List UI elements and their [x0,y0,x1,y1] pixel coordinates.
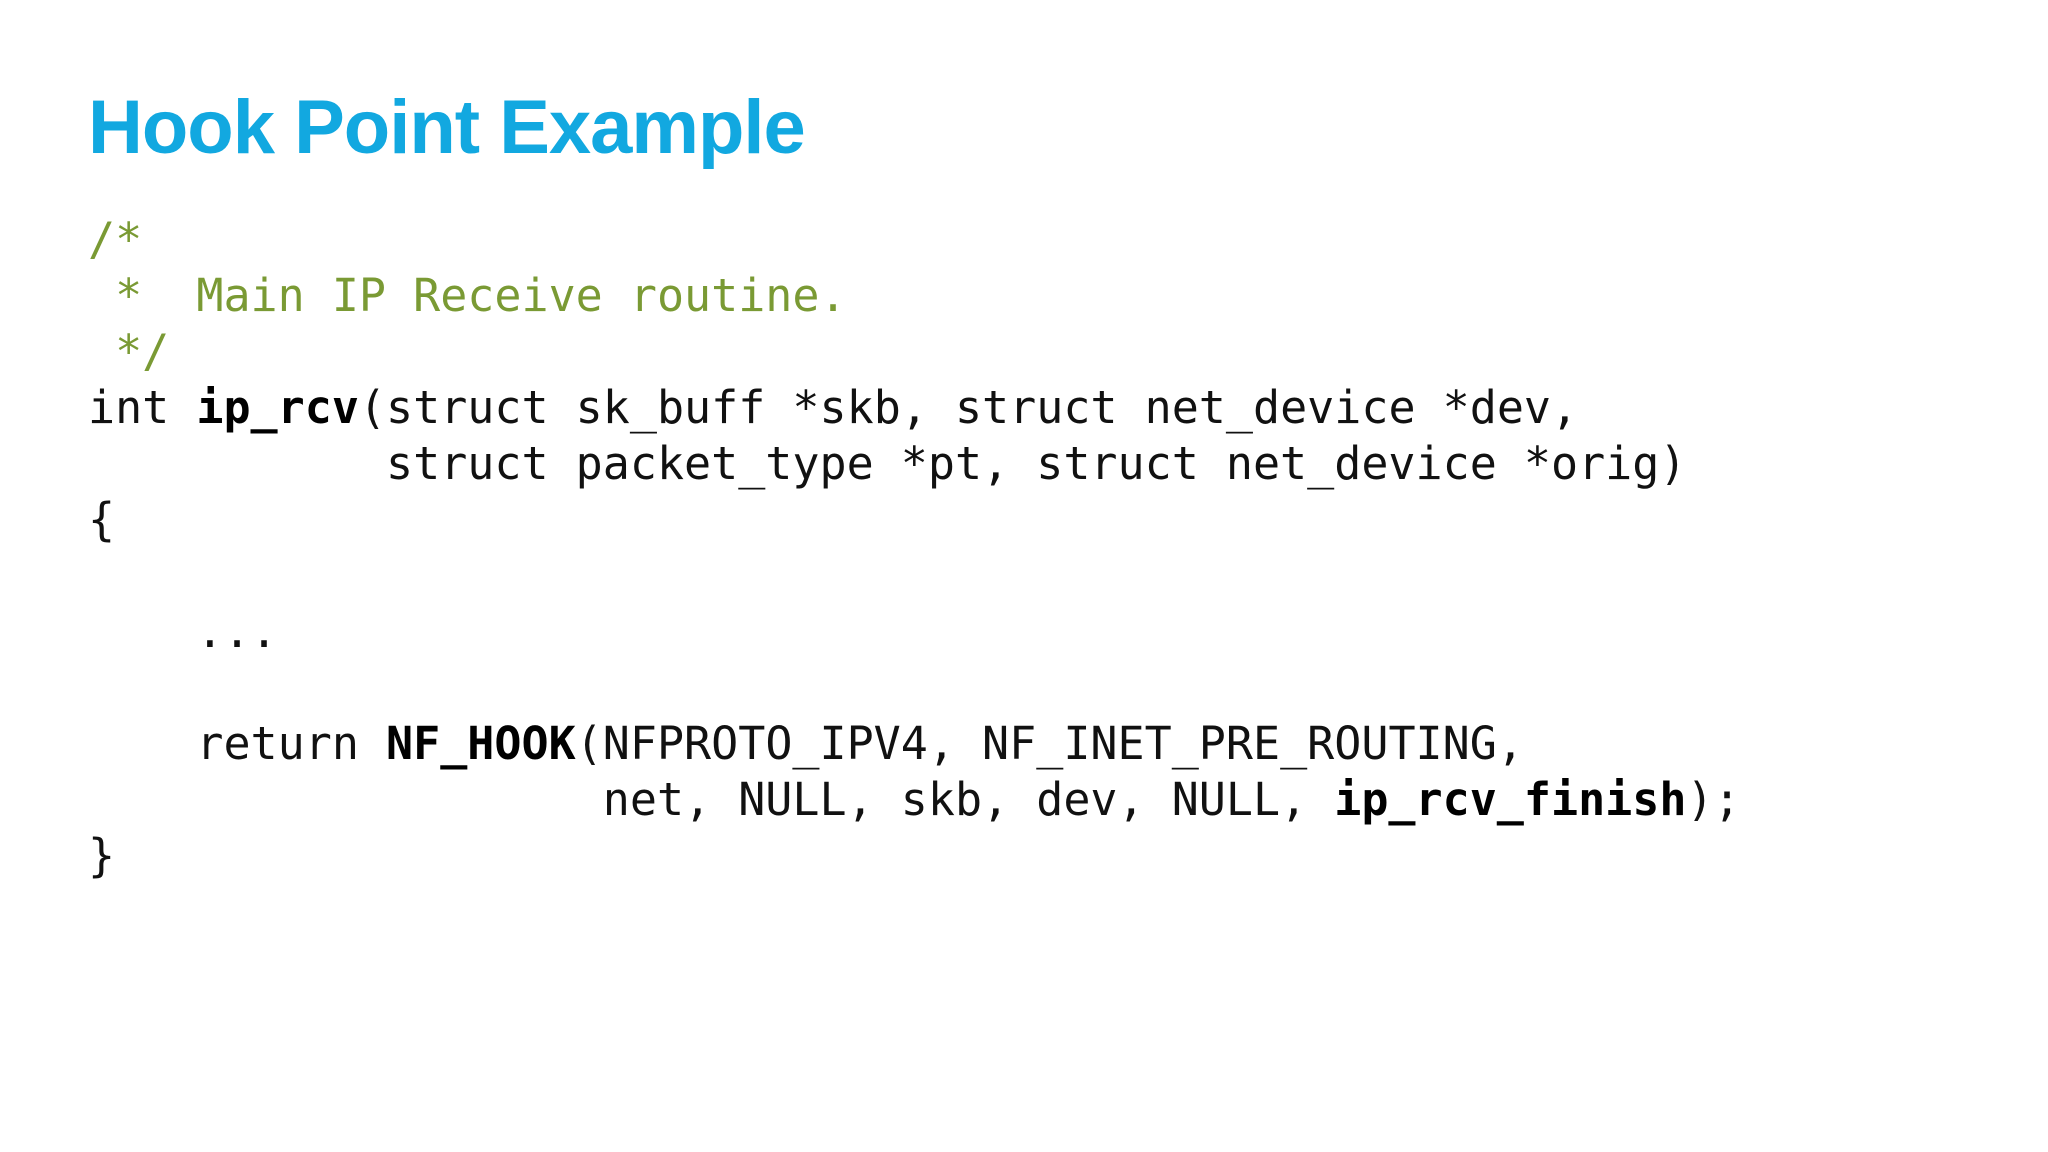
code-text: (NFPROTO_IPV4, NF_INET_PRE_ROUTING, [575,717,1524,770]
code-comment: /* [88,213,143,266]
code-text: ); [1686,773,1741,826]
code-line: net, NULL, skb, dev, NULL, ip_rcv_finish… [88,772,1741,828]
code-line: */ [88,324,1741,380]
code-line: int ip_rcv(struct sk_buff *skb, struct n… [88,380,1741,436]
code-line: return NF_HOOK(NFPROTO_IPV4, NF_INET_PRE… [88,716,1741,772]
code-function-name: NF_HOOK [386,717,576,770]
code-line: * Main IP Receive routine. [88,268,1741,324]
code-line [88,548,1741,604]
code-line: { [88,492,1741,548]
code-comment: */ [88,325,170,378]
code-line: } [88,828,1741,884]
code-block: /* * Main IP Receive routine. */int ip_r… [88,212,1741,884]
code-line: ... [88,604,1741,660]
code-text: int [88,381,197,434]
code-text: return [88,717,387,770]
code-text: struct packet_type *pt, struct net_devic… [88,437,1687,490]
code-line: /* [88,212,1741,268]
code-comment: * Main IP Receive routine. [88,269,847,322]
code-line [88,660,1741,716]
code-function-name: ip_rcv [196,381,359,434]
code-function-name: ip_rcv_finish [1334,773,1687,826]
code-text: ... [88,605,278,658]
code-text: { [88,493,116,546]
code-text: net, NULL, skb, dev, NULL, [88,773,1335,826]
code-line: struct packet_type *pt, struct net_devic… [88,436,1741,492]
slide-title: Hook Point Example [88,85,806,170]
code-text: (struct sk_buff *skb, struct net_device … [358,381,1579,434]
code-text: } [88,829,116,882]
